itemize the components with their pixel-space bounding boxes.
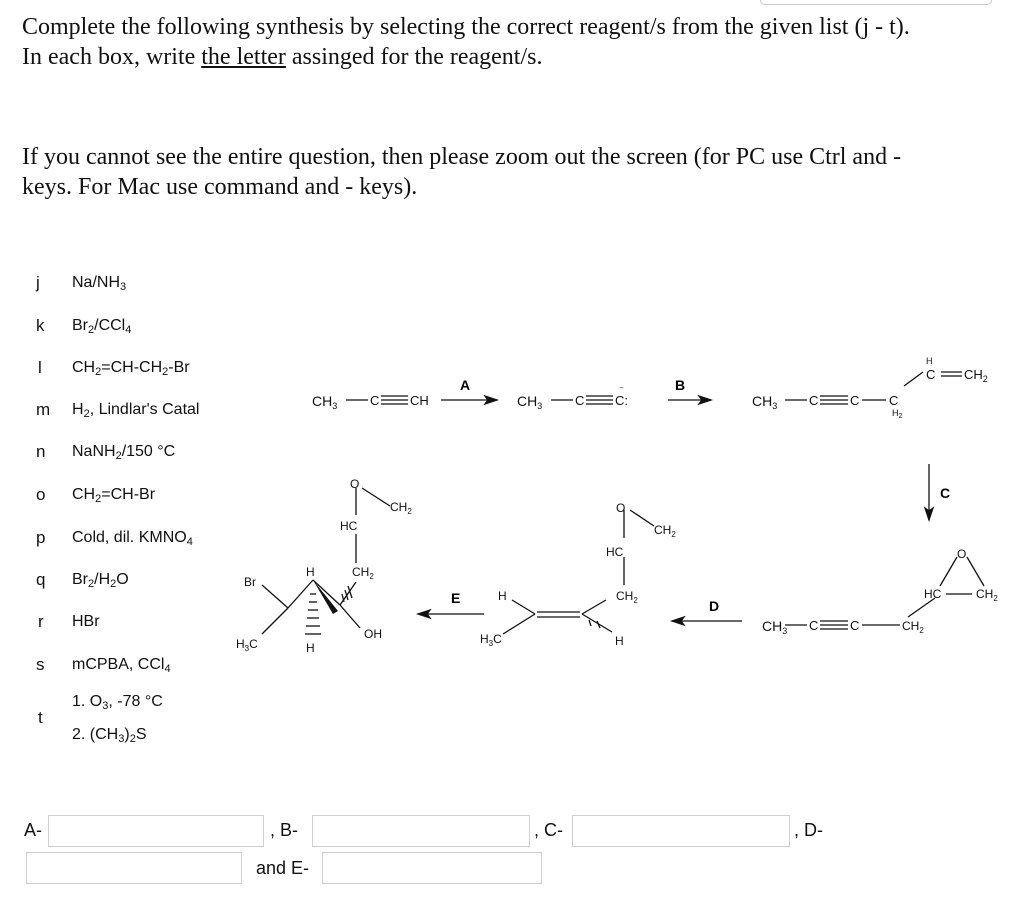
atom-o: O (957, 547, 966, 561)
reagent-r: HBr (72, 613, 100, 630)
atom-ch3: CH3 (762, 618, 787, 636)
reagent-letter-l: l (38, 358, 42, 377)
atom-ch2: CH2 (390, 500, 412, 516)
reagent-letter-k: k (36, 316, 45, 335)
arrow-label-d: D (709, 598, 719, 614)
reagent-letter-t: t (38, 708, 43, 727)
question-line-1: Complete the following synthesis by sele… (22, 14, 910, 40)
question-line-2: In each box, write the letter assinged f… (22, 44, 543, 70)
atom-h: H (498, 589, 507, 603)
atom-ch: CH (410, 393, 429, 408)
arrow-label-a: A (460, 377, 470, 393)
answer-c-input[interactable] (572, 815, 790, 847)
atom-c: C (926, 367, 935, 382)
zoom-instructions: If you cannot see the entire question, t… (22, 142, 1002, 202)
reagent-j: Na/NH3 (72, 274, 127, 293)
reagent-letter-s: s (36, 655, 45, 674)
atom-h2: H2 (892, 408, 903, 420)
atom-h: H (306, 565, 315, 579)
reagent-k: Br2/CCl4 (72, 317, 132, 336)
reagent-letter-q: q (36, 570, 46, 589)
arrow-label-b: B (675, 377, 685, 393)
reagent-m: H2, Lindlar's Catal (72, 401, 200, 419)
atom-ch3: CH3 (517, 393, 542, 411)
atom-c: C (850, 618, 859, 633)
atom-oh: OH (364, 627, 382, 641)
atom-ch2: CH2 (964, 367, 988, 384)
reagent-l: CH2=CH-CH2-Br (72, 359, 190, 378)
answer-label-c: , C- (534, 820, 563, 840)
atom-ch2: CH2 (352, 565, 374, 581)
atom-hc: HC (340, 519, 358, 533)
reagent-o: CH2=CH-Br (72, 486, 156, 505)
reagent-s: mCPBA, CCl4 (72, 656, 171, 675)
atom-br: Br (244, 575, 256, 589)
atom-c: C (575, 393, 584, 408)
arrow-label-c: C (940, 485, 950, 501)
atom-c: C (809, 393, 818, 408)
reagent-q: Br2/H2O (72, 571, 129, 590)
atom-h3c: H3C (480, 632, 502, 648)
reagent-n: NaNH2/150 °C (72, 443, 176, 462)
reagent-t-step-2: 2. (CH3)2S (72, 726, 147, 745)
answer-e-input[interactable] (322, 852, 542, 884)
reagent-letter-r: r (38, 612, 44, 631)
atom-ch2: CH2 (616, 589, 638, 605)
atom-ch3: CH3 (312, 393, 337, 411)
zoom-line-1: If you cannot see the entire question, t… (22, 144, 902, 170)
reagent-p: Cold, dil. KMNO4 (72, 529, 193, 548)
atom-c: C (850, 393, 859, 408)
atom-h: H (306, 641, 315, 655)
reagent-letter-m: m (36, 400, 51, 419)
reagent-t-step-1: 1. O3, -78 °C (72, 693, 163, 712)
atom-h3c: H3C (236, 637, 258, 653)
atom-c-anion: C: (615, 393, 628, 408)
answer-label-a: A- (24, 820, 42, 840)
zoom-line-2: keys. For Mac use command and - keys). (22, 174, 418, 200)
atom-ch2: CH2 (654, 523, 676, 539)
question-text: Complete the following synthesis by sele… (22, 12, 1002, 72)
atom-h: H (926, 356, 933, 366)
answer-label-b: , B- (270, 820, 299, 840)
atom-o: O (350, 477, 359, 491)
reagent-letter-o: o (36, 485, 46, 504)
answer-a-input[interactable] (48, 815, 264, 847)
atom-h: H (615, 634, 624, 648)
answer-label-e: and E- (256, 858, 310, 878)
reagent-letter-p: p (36, 528, 46, 547)
answer-d-input[interactable] (26, 852, 242, 884)
atom-hc: HC (606, 545, 624, 559)
atom-ch3: CH3 (752, 393, 777, 411)
atom-ch2: CH2 (976, 587, 998, 603)
reagent-letter-n: n (36, 442, 46, 461)
answer-label-d: , D- (794, 820, 823, 840)
atom-c: C (809, 618, 818, 633)
arrow-label-e: E (451, 590, 460, 606)
atom-hc: HC (924, 587, 942, 601)
reagent-letter-j: j (36, 273, 40, 292)
lone-pair-dots: ‾ (619, 387, 624, 397)
answer-b-input[interactable] (312, 815, 530, 847)
atom-o: O (616, 501, 625, 515)
atom-c: C (889, 393, 898, 408)
atom-ch2: CH2 (902, 619, 924, 635)
atom-c: C (370, 393, 379, 408)
